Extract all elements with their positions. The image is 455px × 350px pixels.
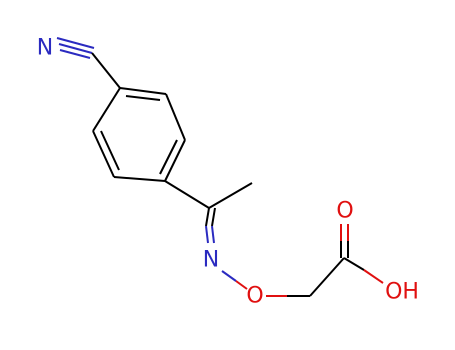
nitrile-carbon-ring-bond [91, 52, 121, 89]
carboxyl-oh-bond-oxygen-part [363, 269, 384, 284]
benzene-ring [92, 87, 186, 182]
nitrile-nitrogen-label: N [37, 36, 53, 61]
ring-bond-4 [113, 176, 166, 182]
ring-bond-3 [164, 139, 186, 182]
ring-bond-5 [92, 130, 115, 178]
ring-inner-double-bond-2 [159, 139, 178, 175]
nitrile-group: N [37, 36, 121, 89]
imine-double-bond-carbon-part-right [211, 207, 216, 227]
ring-bond-2 [165, 93, 186, 141]
oxyacetic-linkage: O [221, 257, 345, 309]
imine-double-bond-nitrogen-part-right [211, 225, 215, 244]
nitrile-triple-bond-line-1 [58, 43, 93, 54]
n-o-bond-oxygen-part [235, 280, 248, 290]
nitrile-triple-bond-line-2 [59, 49, 91, 59]
imine-double-bond-carbon-part-left [205, 207, 210, 227]
carboxylic-acid-group: O OH [336, 199, 419, 305]
nitrile-triple-bond-line-3 [56, 37, 95, 49]
ether-oxygen-label: O [246, 284, 263, 309]
ring-bond-1 [119, 87, 167, 95]
ring-to-imine-carbon-bond [164, 180, 210, 209]
oxime-nitrogen-label: N [203, 248, 219, 273]
hydroxyl-label: OH [385, 280, 419, 305]
imine-double-bond-nitrogen-part-left [205, 225, 209, 244]
ch2-to-carboxyl-carbon-bond [309, 257, 345, 297]
ring-inner-double-bond-1 [125, 95, 161, 101]
methyl-bond [208, 182, 253, 209]
carbonyl-oxygen-label: O [336, 199, 353, 224]
n-o-bond-nitrogen-part [221, 270, 237, 282]
ketoxime-core: N [164, 180, 253, 273]
carboxyl-oh-bond-carbon-part [343, 257, 365, 271]
ring-bond-6 [92, 87, 121, 132]
ring-inner-double-bond-3 [100, 130, 120, 171]
